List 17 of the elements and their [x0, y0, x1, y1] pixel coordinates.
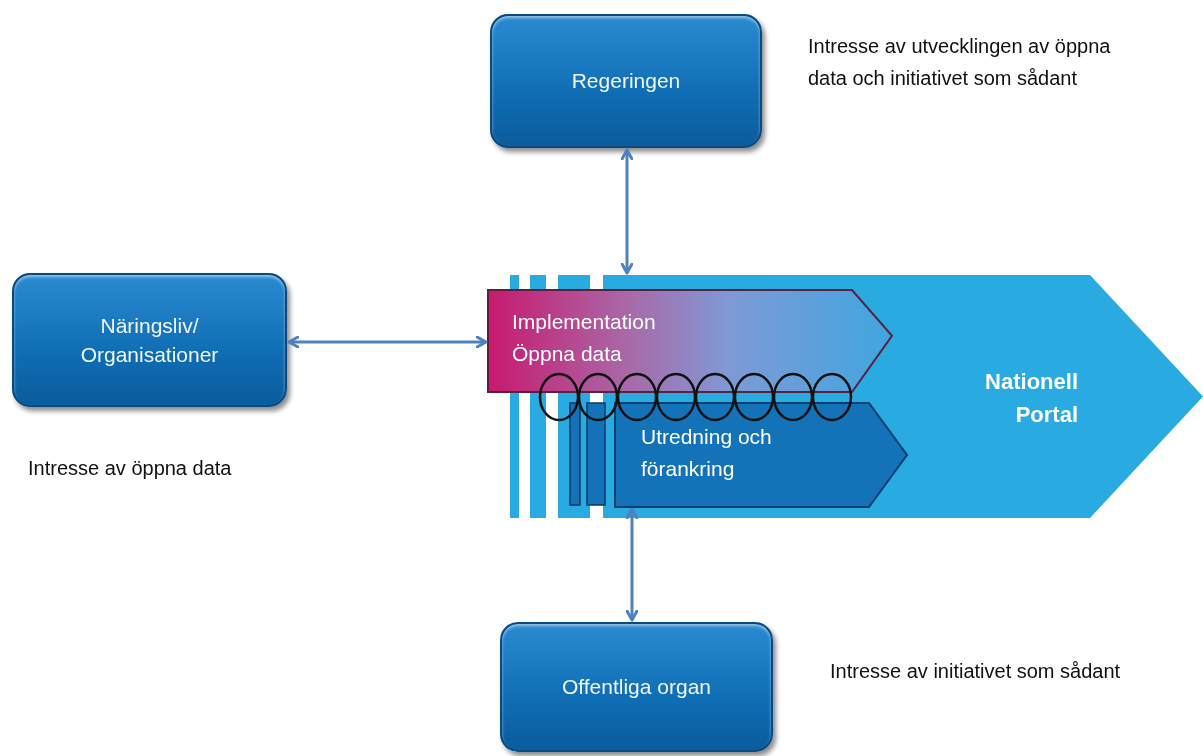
chevron-arrow: [615, 403, 907, 507]
annotation-text: Intresse av utvecklingen av öppna data och initiativet som sådant: [808, 34, 1112, 91]
arrow-label: Utredning och förankring: [641, 424, 773, 482]
annotation-text: Intresse av initiativet som sådant: [830, 659, 1122, 684]
arrow-label: Nationell Portal: [984, 368, 1078, 429]
double-arrow: [287, 335, 488, 349]
double-arrow: [620, 148, 634, 275]
box-label: Regeringen: [570, 68, 682, 95]
box-label: Näringsliv/ Organisationer: [79, 312, 220, 368]
actor-box: [500, 622, 773, 752]
arrow-label: Implementation Öppna data: [512, 309, 657, 367]
double-arrow: [625, 507, 639, 622]
actor-box: [490, 14, 762, 148]
chevron-arrow: [488, 290, 892, 392]
annotation-text: Intresse av öppna data: [28, 456, 233, 481]
actor-box: [12, 273, 287, 407]
box-label: Offentliga organ: [560, 674, 713, 701]
